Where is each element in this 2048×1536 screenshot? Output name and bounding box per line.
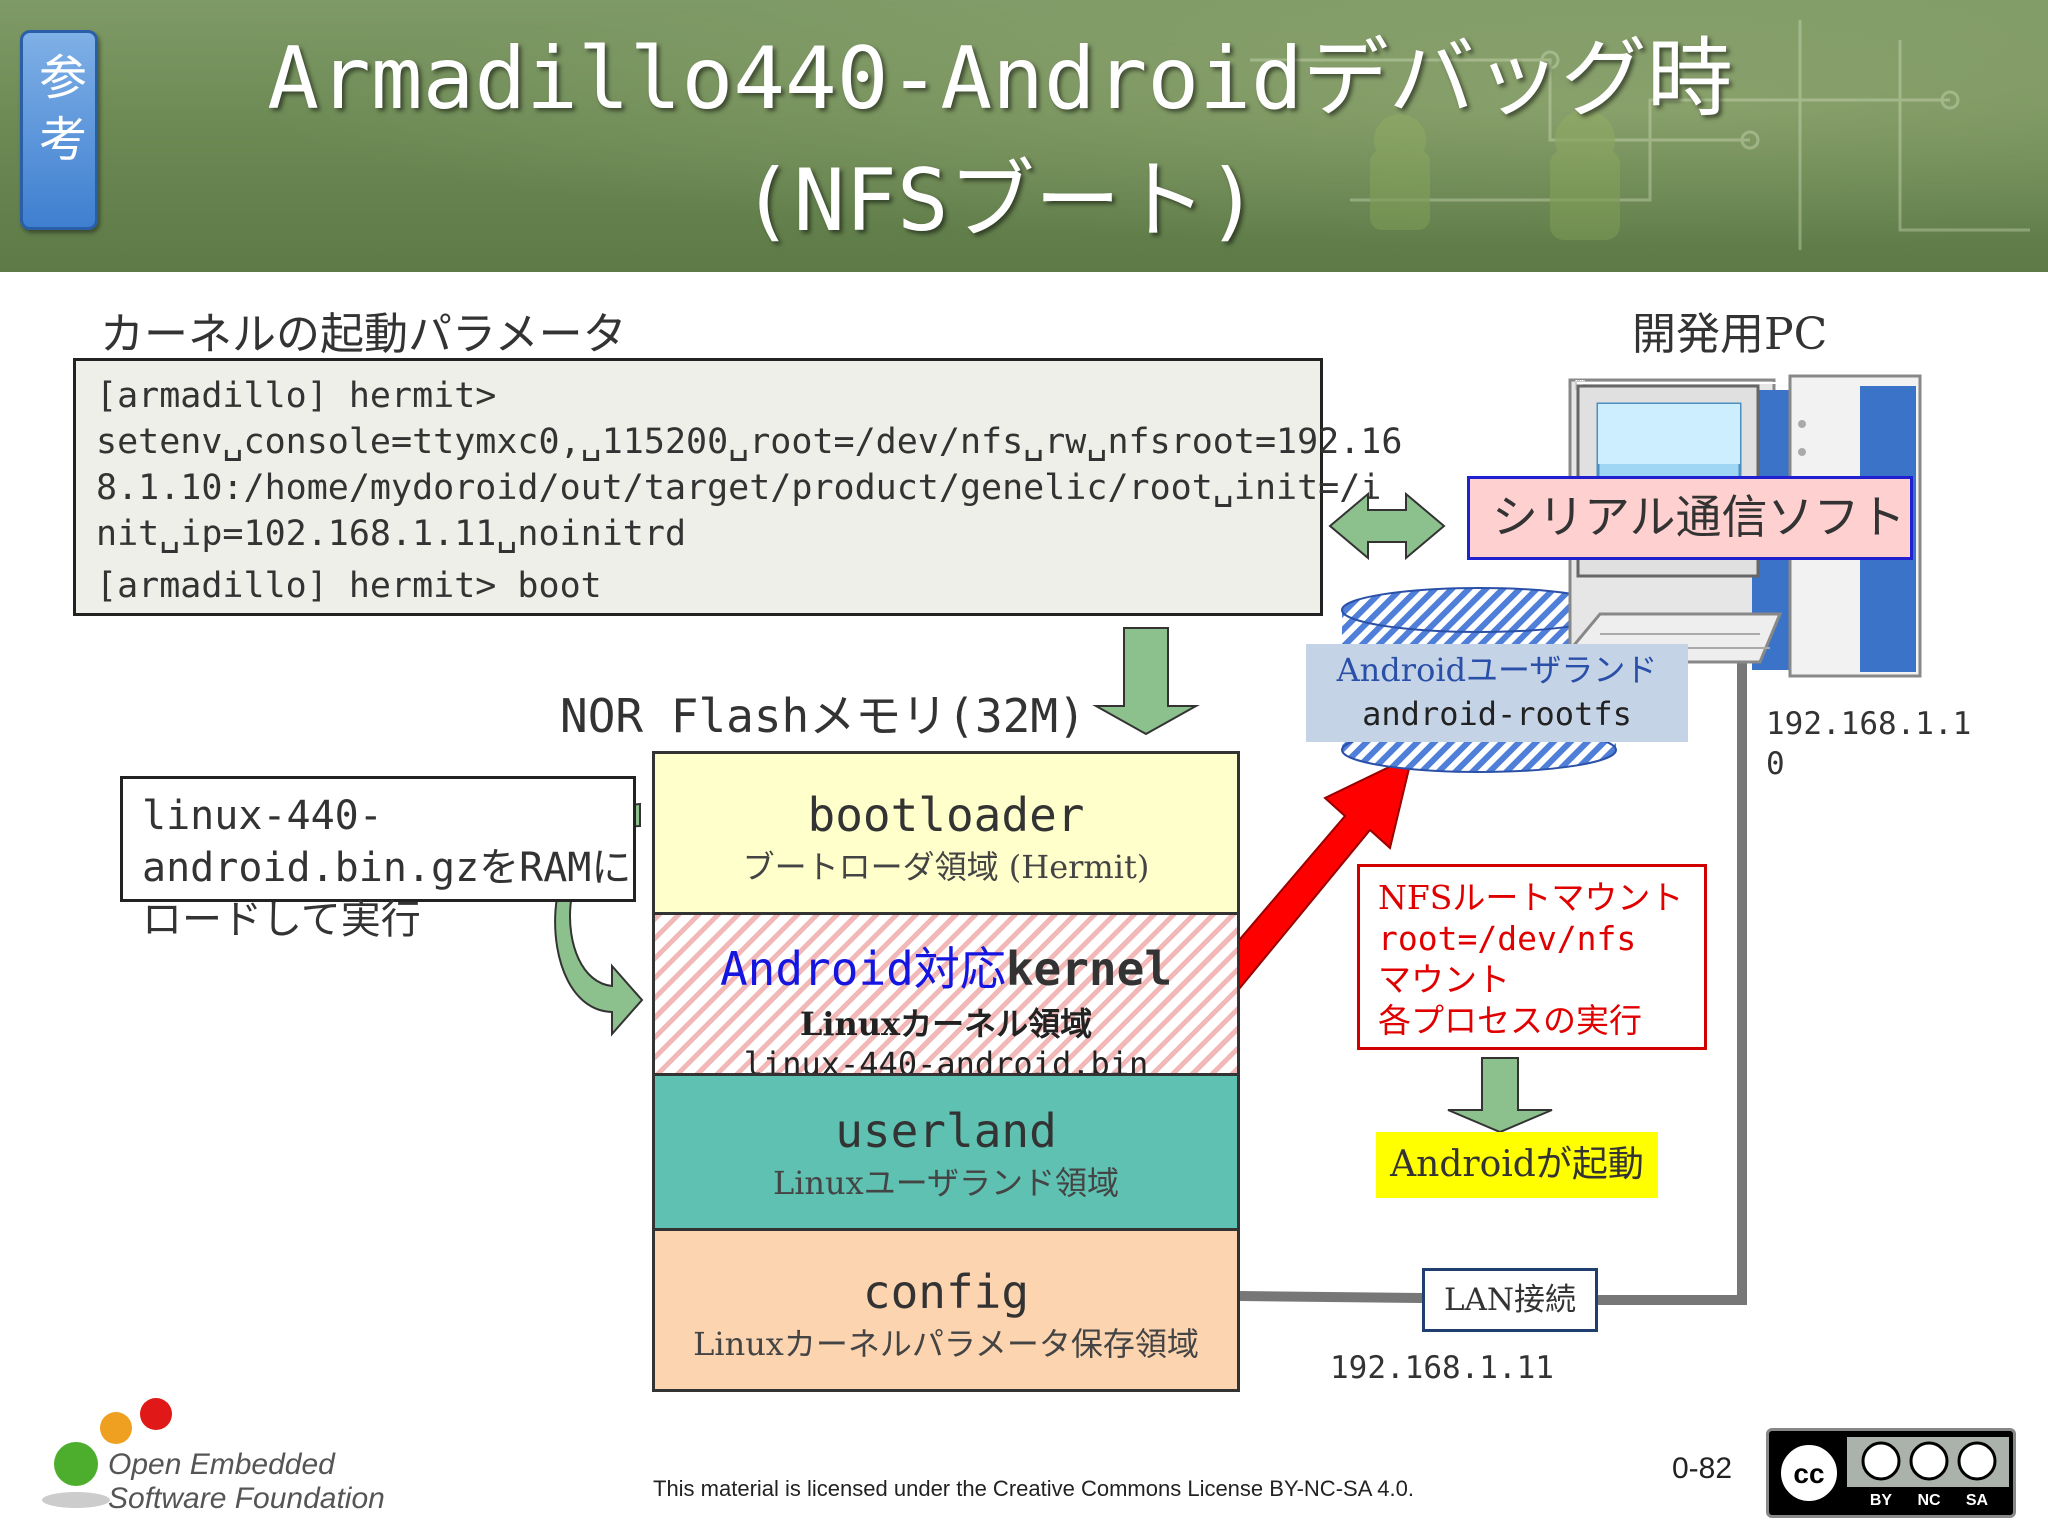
- reference-badge: 参考: [20, 30, 98, 230]
- memory-region-config: config Linuxカーネルパラメータ保存領域: [652, 1228, 1240, 1392]
- rootfs-label: Androidユーザランド android-rootfs: [1306, 644, 1688, 742]
- region-kernel-title-blue: Android対応: [719, 942, 1006, 996]
- serial-software-label: シリアル通信ソフト: [1492, 490, 1906, 544]
- pc-ip-line-1: 192.168.1.1: [1766, 706, 1972, 742]
- rootfs-line-2: android-rootfs: [1362, 695, 1632, 733]
- cc-icons: cc BY NC SA: [1777, 1437, 2009, 1509]
- cc-nc: NC: [1917, 1492, 1941, 1509]
- nfs-mount-box: NFSルートマウント root=/dev/nfs マウント 各プロセスの実行: [1357, 864, 1707, 1050]
- logo-line-2: Software Foundation: [108, 1482, 385, 1515]
- title-line-2: (NFSブート): [741, 151, 1259, 251]
- title-line-1: Armadillo440-Androidデバッグ時: [267, 29, 1733, 129]
- region-kernel-title-row: Android対応kernel: [655, 933, 1237, 999]
- region-config-sub: Linuxカーネルパラメータ保存領域: [693, 1325, 1199, 1363]
- region-bootloader-sub: ブートローダ領域 (Hermit): [742, 848, 1150, 886]
- down-arrow-to-memory: [1092, 627, 1200, 736]
- pc-heading: 開発用PC: [1632, 309, 1828, 360]
- cc-license-badge: cc BY NC SA: [1766, 1428, 2016, 1518]
- region-userland-title: userland: [835, 1104, 1057, 1158]
- serial-double-arrow: [1328, 491, 1446, 561]
- slide-title: Armadillo440-Androidデバッグ時 (NFSブート): [150, 18, 1850, 262]
- memory-region-userland: userland Linuxユーザランド領域: [652, 1073, 1240, 1231]
- region-bootloader-title: bootloader: [807, 788, 1085, 842]
- circuit-background: [1250, 20, 2030, 250]
- board-ip: 192.168.1.11: [1330, 1350, 1554, 1386]
- nfs-line-1: NFSルートマウント: [1378, 878, 1684, 917]
- cmd-line-3: 8.1.10:/home/mydoroid/out/target/product…: [96, 468, 1382, 508]
- ram-note-line-1: linux-440-: [142, 793, 383, 839]
- region-userland-sub: Linuxユーザランド領域: [772, 1164, 1120, 1202]
- logo-line-1: Open Embedded: [108, 1448, 335, 1481]
- cc-sa: SA: [1966, 1492, 1989, 1509]
- memory-region-kernel: Android対応kernel Linuxカーネル領域 linux-440-an…: [652, 912, 1240, 1083]
- header-shade: [0, 0, 2048, 272]
- cmd-line-5: [armadillo] hermit> boot: [96, 566, 602, 606]
- serial-software-box: シリアル通信ソフト: [1467, 476, 1913, 560]
- cmd-line-1: [armadillo] hermit>: [96, 376, 497, 416]
- region-kernel-title: kernel: [1005, 942, 1173, 996]
- memory-region-bootloader: bootloader ブートローダ領域 (Hermit): [652, 751, 1240, 915]
- pc-ip: 192.168.1.1 0: [1766, 704, 1971, 784]
- lan-cable-2: [1598, 640, 1747, 1305]
- region-config-title: config: [862, 1265, 1030, 1319]
- oesf-logo-icon: [42, 1398, 172, 1508]
- cmd-line-4: nit␣ip=102.168.1.11␣noinitrd: [96, 514, 687, 554]
- android-start-label: Androidが起動: [1376, 1132, 1658, 1198]
- kernel-params-box: [armadillo] hermit> setenv␣console=ttymx…: [73, 358, 1403, 616]
- ram-note-box: [120, 776, 636, 902]
- red-mount-arrow: [1203, 754, 1414, 1002]
- nfs-line-4: 各プロセスの実行: [1378, 1001, 1642, 1040]
- license-text: This material is licensed under the Crea…: [653, 1476, 1414, 1501]
- lan-connection-label: LAN接続: [1422, 1268, 1598, 1332]
- nfs-line-3: マウント: [1378, 960, 1510, 999]
- page-number: 0-82: [1672, 1452, 1733, 1485]
- cc-by: BY: [1870, 1492, 1893, 1509]
- reference-badge-text: 参考: [39, 50, 88, 168]
- nfs-line-2: root=/dev/nfs: [1378, 919, 1637, 958]
- slide-header: [0, 0, 2048, 272]
- lan-cable: [1239, 1291, 1423, 1303]
- cmd-line-2: setenv␣console=ttymxc0,␣115200␣root=/dev…: [96, 422, 1403, 462]
- ram-note-text: linux-440- android.bin.gzをRAMに ロードして実行: [142, 790, 631, 946]
- kernel-params-heading: カーネルの起動パラメータ: [100, 309, 627, 360]
- pc-ip-line-2: 0: [1766, 746, 1785, 782]
- rootfs-line-1: Androidユーザランド: [1336, 651, 1658, 689]
- memory-heading: NOR Flashメモリ(32M): [560, 689, 1086, 743]
- svg-text:cc: cc: [1793, 1458, 1824, 1489]
- oesf-logo-text: Open Embedded Software Foundation: [108, 1448, 385, 1516]
- down-arrow-to-start: [1447, 1057, 1553, 1134]
- ram-note-line-2: android.bin.gzをRAMに: [142, 845, 632, 891]
- ram-note-line-3: ロードして実行: [142, 897, 421, 943]
- region-kernel-sub: Linuxカーネル領域: [799, 1005, 1093, 1043]
